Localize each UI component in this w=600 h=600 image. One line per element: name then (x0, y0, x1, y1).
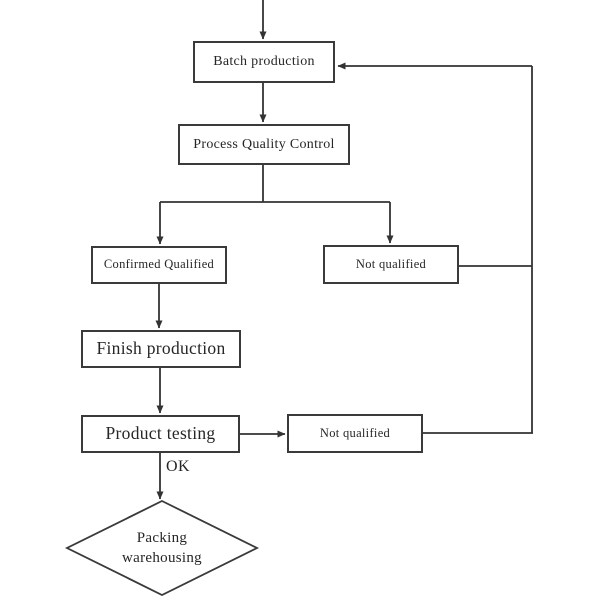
node-batch-production: Batch production (193, 41, 335, 83)
node-not-qualified-top: Not qualified (323, 245, 459, 284)
node-product-testing: Product testing (81, 415, 240, 453)
node-confirmed-qualified: Confirmed Qualified (91, 246, 227, 284)
node-not-qualified-bottom: Not qualified (287, 414, 423, 453)
node-finish-production: Finish production (81, 330, 241, 368)
edge-label-ok: OK (166, 458, 191, 475)
node-packing-warehousing: Packing warehousing (122, 529, 202, 566)
packing-warehousing-shape (64, 499, 260, 597)
node-process-quality-control: Process Quality Control (178, 124, 350, 165)
